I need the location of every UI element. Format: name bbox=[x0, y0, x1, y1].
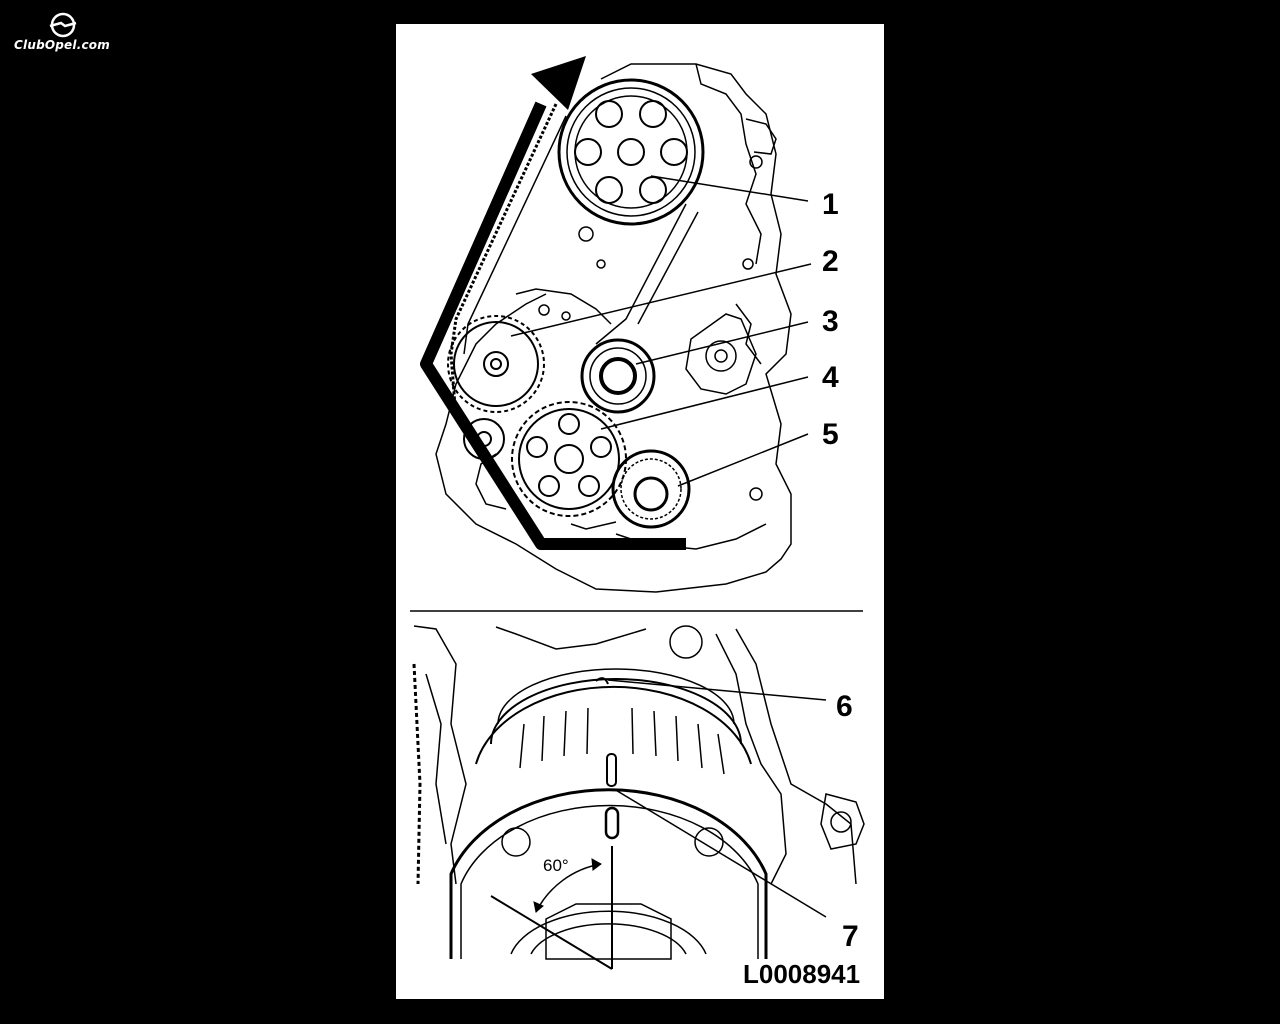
crankshaft-detail bbox=[412, 625, 865, 970]
lower-leader-lines bbox=[607, 679, 827, 918]
opel-emblem-icon bbox=[49, 12, 77, 38]
callout-4: 4 bbox=[822, 361, 839, 394]
belt-direction-arrow bbox=[420, 56, 686, 550]
timing-belt-diagram: 1 2 3 4 5 bbox=[410, 56, 865, 989]
crankshaft-sprocket bbox=[511, 401, 627, 517]
tensioner-gear bbox=[447, 315, 545, 413]
angle-label: 60° bbox=[543, 856, 569, 875]
diagram-panel: 1 2 3 4 5 bbox=[396, 24, 884, 999]
callout-7: 7 bbox=[842, 920, 859, 953]
club-opel-logo: ClubOpel.com bbox=[12, 10, 122, 56]
callout-5: 5 bbox=[822, 418, 839, 451]
idler-pulley bbox=[580, 338, 656, 414]
engine-block-outline bbox=[435, 63, 792, 593]
logo-text: ClubOpel.com bbox=[14, 38, 110, 52]
lower-tensioner bbox=[611, 449, 691, 529]
upper-leader-lines bbox=[510, 175, 812, 487]
callout-1: 1 bbox=[822, 188, 839, 221]
reference-code: L0008941 bbox=[743, 959, 860, 989]
camshaft-sprocket bbox=[557, 78, 705, 226]
callout-2: 2 bbox=[822, 245, 839, 278]
callout-3: 3 bbox=[822, 305, 839, 338]
callout-6: 6 bbox=[836, 690, 853, 723]
